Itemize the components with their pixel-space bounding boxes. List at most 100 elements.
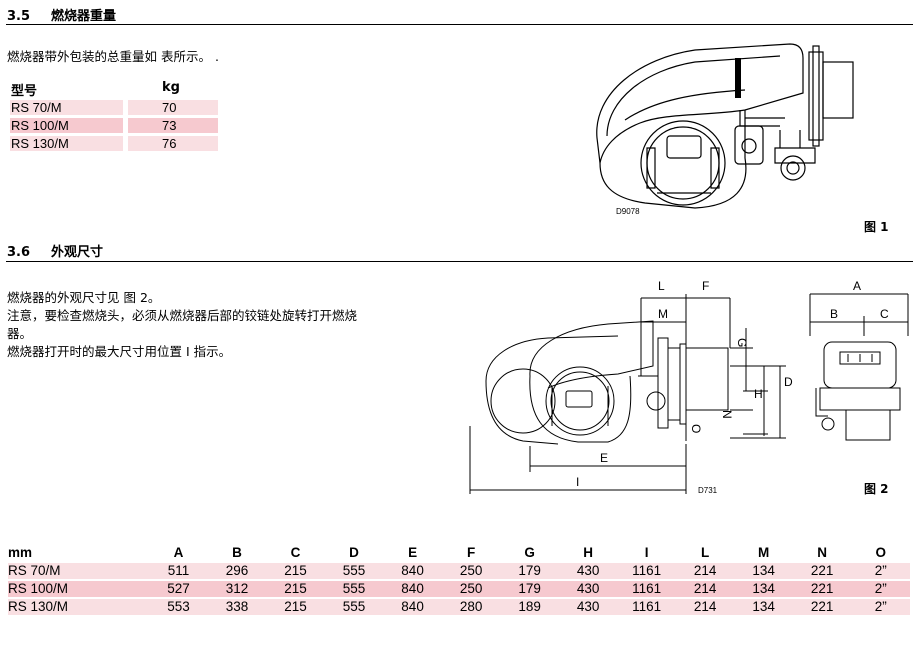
table-cell: 296: [207, 563, 267, 579]
table-cell: 221: [792, 563, 852, 579]
header-cell: A: [173, 545, 184, 560]
weight-intro-text: 燃烧器带外包装的总重量如 表所示。 .: [7, 49, 219, 64]
weight-row: RS 70/M 70: [10, 100, 220, 116]
table-cell: RS 100/M: [8, 581, 150, 597]
header-cell: F: [466, 545, 476, 560]
table-cell: 338: [207, 599, 267, 615]
section-title: 燃烧器重量: [51, 9, 117, 24]
table-cell: 134: [734, 581, 793, 597]
header-cell: D: [349, 545, 359, 560]
dim-F: F: [702, 279, 709, 293]
weight-model: RS 130/M: [11, 136, 69, 151]
section-divider: [6, 261, 913, 262]
dimension-header-row: mm A B C D E F G H I L M N O: [8, 544, 910, 561]
section-title: 外观尺寸: [51, 245, 104, 260]
figure2-code: D731: [698, 486, 718, 495]
dim-D: D: [784, 375, 793, 389]
table-cell: 134: [734, 599, 793, 615]
table-cell: RS 130/M: [8, 599, 150, 615]
note-line: 燃烧器的外观尺寸见 图 2。: [7, 290, 161, 305]
weight-table: 型号 kg RS 70/M 70 RS 100/M 73 RS 130/M 76: [10, 80, 220, 156]
dim-E: E: [600, 451, 608, 465]
table-cell: 134: [734, 563, 793, 579]
note-line: 燃烧器打开时的最大尺寸用位置 I 指示。: [7, 344, 232, 359]
burner-front-drawing: A B C: [809, 279, 909, 441]
header-cell: H: [583, 545, 593, 560]
section-3-6-heading: 3.6 外观尺寸: [7, 241, 103, 260]
table-cell: 214: [675, 563, 735, 579]
section-number: 3.5: [7, 9, 31, 24]
table-row: RS 70/M 511 296 215 555 840 250 179 430 …: [8, 563, 910, 579]
dim-N: N: [720, 410, 734, 419]
table-cell: 214: [675, 581, 735, 597]
table-cell: 179: [500, 581, 559, 597]
table-cell: 221: [792, 599, 852, 615]
table-cell: 215: [266, 563, 325, 579]
table-cell: 179: [500, 563, 559, 579]
table-cell: 214: [675, 599, 735, 615]
dim-G: G: [735, 338, 749, 347]
header-cell: O: [875, 545, 886, 560]
table-row: RS 100/M 527 312 215 555 840 250 179 430…: [8, 581, 910, 597]
header-cell: C: [290, 545, 301, 560]
table-cell: 215: [266, 599, 325, 615]
weight-model: RS 70/M: [11, 100, 62, 115]
weight-row: RS 100/M 73: [10, 118, 220, 134]
table-cell: 250: [441, 581, 501, 597]
weight-kg: 70: [162, 100, 177, 115]
table-cell: 2”: [851, 581, 910, 597]
table-cell: 555: [324, 599, 384, 615]
header-cell: M: [758, 545, 770, 560]
table-row: RS 130/M 553 338 215 555 840 280 189 430…: [8, 599, 910, 615]
figure1-code: D9078: [616, 207, 640, 216]
weight-header-kg: kg: [162, 80, 180, 95]
table-cell: 1161: [617, 563, 676, 579]
table-cell: 2”: [851, 563, 910, 579]
table-cell: 1161: [617, 581, 676, 597]
table-cell: 840: [383, 563, 442, 579]
note-line: 注意，要检查燃烧头，必须从燃烧器后部的铰链处旋转打开燃烧: [7, 308, 358, 323]
table-cell: 221: [792, 581, 852, 597]
section-divider: [6, 24, 913, 25]
note-line: 器。: [7, 326, 33, 341]
table-cell: 527: [149, 581, 208, 597]
dim-I: I: [576, 475, 579, 489]
header-cell: B: [232, 545, 242, 560]
table-cell: 1161: [617, 599, 676, 615]
table-cell: 555: [324, 581, 384, 597]
table-cell: 430: [558, 581, 618, 597]
dim-C: C: [880, 307, 889, 321]
header-cell: mm: [8, 545, 33, 560]
table-cell: 280: [441, 599, 501, 615]
burner-dimension-drawing: L F M G N H O D E I: [469, 279, 793, 494]
weight-row: RS 130/M 76: [10, 136, 220, 152]
dim-O: O: [689, 424, 703, 433]
table-cell: 215: [266, 581, 325, 597]
dim-A: A: [853, 279, 861, 293]
header-cell: L: [701, 545, 710, 560]
table-cell: 430: [558, 563, 618, 579]
table-cell: RS 70/M: [8, 563, 150, 579]
burner-side-drawing: [596, 43, 854, 209]
dimension-notes: 燃烧器的外观尺寸见 图 2。 注意，要检查燃烧头，必须从燃烧器后部的铰链处旋转打…: [7, 289, 447, 361]
table-cell: 840: [383, 599, 442, 615]
table-cell: 430: [558, 599, 618, 615]
weight-header-model: 型号: [11, 84, 38, 99]
dim-L: L: [658, 279, 665, 293]
header-cell: N: [817, 545, 828, 560]
table-cell: 555: [324, 563, 384, 579]
table-cell: 553: [149, 599, 208, 615]
weight-kg: 73: [162, 118, 177, 133]
table-cell: 312: [207, 581, 267, 597]
dimension-table: mm A B C D E F G H I L M N O RS 70/M 511…: [8, 542, 910, 617]
table-cell: 511: [149, 563, 208, 579]
header-cell: I: [644, 545, 649, 560]
section-number: 3.6: [7, 245, 31, 260]
table-cell: 250: [441, 563, 501, 579]
dim-H: H: [754, 387, 763, 401]
header-cell: E: [408, 545, 418, 560]
table-cell: 2”: [851, 599, 910, 615]
figure2-label: 图 2: [864, 482, 889, 496]
table-cell: 840: [383, 581, 442, 597]
table-cell: 189: [500, 599, 559, 615]
